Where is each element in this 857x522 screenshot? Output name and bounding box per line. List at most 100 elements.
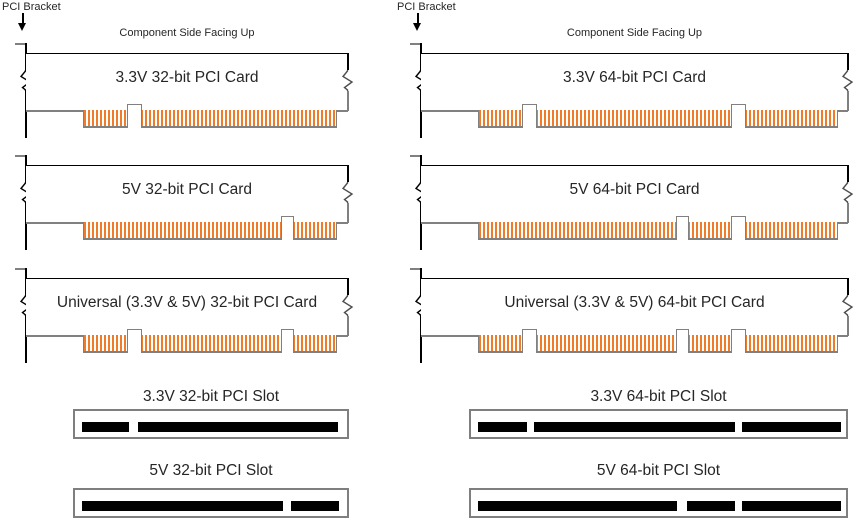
slot-label: 3.3V 32-bit PCI Slot xyxy=(142,388,280,405)
down-arrow-icon xyxy=(413,23,422,31)
card-body xyxy=(26,278,348,335)
connector-fingers xyxy=(478,222,677,240)
down-arrow-icon xyxy=(22,13,24,24)
key-notch xyxy=(521,104,537,128)
card-left-edge xyxy=(25,43,27,70)
card-bottom-edge xyxy=(837,110,848,112)
pci-bracket-label: PCI Bracket xyxy=(397,1,456,13)
connector-fingers xyxy=(687,222,732,240)
connector-fingers xyxy=(744,110,838,128)
card-left-edge xyxy=(420,268,422,295)
card-body xyxy=(421,53,848,110)
connector-fingers xyxy=(478,110,523,128)
card-bottom-edge xyxy=(837,335,848,337)
card-body xyxy=(421,165,848,222)
card-bottom-edge xyxy=(421,335,479,337)
slot-contact-bar xyxy=(82,501,283,511)
component-side-label: Component Side Facing Up xyxy=(119,27,255,39)
card-bottom-edge xyxy=(336,222,348,224)
card-left-edge xyxy=(25,316,27,363)
bracket-tab xyxy=(14,155,26,157)
break-mark-icon xyxy=(342,70,354,91)
bracket-tab xyxy=(409,268,421,270)
card-bottom-edge xyxy=(336,110,348,112)
card-left-edge xyxy=(420,155,422,182)
card-body xyxy=(26,165,348,222)
card-bottom-edge xyxy=(26,110,84,112)
connector-fingers xyxy=(478,335,523,353)
card-left-edge xyxy=(420,316,422,363)
card-left-edge xyxy=(25,268,27,295)
card-body xyxy=(26,53,348,110)
card-label: 5V 32-bit PCI Card xyxy=(121,181,253,198)
slot-contact-bar xyxy=(478,501,677,511)
key-notch xyxy=(675,216,689,240)
slot-label: 5V 64-bit PCI Slot xyxy=(596,462,721,479)
card-right-edge xyxy=(347,91,349,111)
card-right-edge xyxy=(847,165,849,182)
key-notch xyxy=(280,216,294,240)
break-mark-icon xyxy=(842,295,854,316)
break-mark-icon xyxy=(842,70,854,91)
key-notch xyxy=(675,329,689,353)
card-label: 5V 64-bit PCI Card xyxy=(569,181,700,198)
card-label: Universal (3.3V & 5V) 32-bit PCI Card xyxy=(56,294,318,311)
card-right-edge xyxy=(847,203,849,223)
card-bottom-edge xyxy=(421,110,479,112)
card-right-edge xyxy=(347,278,349,295)
card-right-edge xyxy=(347,316,349,336)
card-left-edge xyxy=(420,43,422,70)
card-bottom-edge xyxy=(421,222,479,224)
connector-fingers xyxy=(83,222,282,240)
card-bottom-edge xyxy=(26,222,84,224)
key-notch xyxy=(521,329,537,353)
break-mark-icon xyxy=(342,295,354,316)
connector-fingers xyxy=(687,335,732,353)
card-right-edge xyxy=(347,203,349,223)
key-notch xyxy=(730,216,746,240)
key-notch xyxy=(126,329,142,353)
key-notch xyxy=(126,104,142,128)
slot-contact-bar xyxy=(82,422,129,432)
component-side-label: Component Side Facing Up xyxy=(566,27,703,39)
connector-fingers xyxy=(83,335,128,353)
connector-fingers xyxy=(140,335,282,353)
card-left-edge xyxy=(25,91,27,138)
key-notch xyxy=(730,329,746,353)
card-right-edge xyxy=(847,53,849,70)
card-right-edge xyxy=(347,165,349,182)
slot-label: 3.3V 64-bit PCI Slot xyxy=(590,388,727,405)
card-label: 3.3V 32-bit PCI Card xyxy=(115,69,259,86)
slot-contact-bar xyxy=(478,422,527,432)
card-right-edge xyxy=(847,316,849,336)
card-label: Universal (3.3V & 5V) 64-bit PCI Card xyxy=(504,294,765,311)
card-right-edge xyxy=(347,53,349,70)
slot-contact-bar xyxy=(742,501,841,511)
card-left-edge xyxy=(420,91,422,138)
bracket-tab xyxy=(14,268,26,270)
connector-fingers xyxy=(535,110,732,128)
bracket-tab xyxy=(14,43,26,45)
key-notch xyxy=(730,104,746,128)
bracket-tab xyxy=(409,43,421,45)
card-left-edge xyxy=(25,155,27,182)
bracket-tab xyxy=(409,155,421,157)
connector-fingers xyxy=(744,222,838,240)
card-bottom-edge xyxy=(26,335,84,337)
down-arrow-icon xyxy=(417,13,419,24)
slot-body xyxy=(469,409,848,439)
slot-contact-bar xyxy=(291,501,339,511)
card-body xyxy=(421,278,848,335)
connector-fingers xyxy=(535,335,677,353)
connector-fingers xyxy=(292,222,337,240)
card-bottom-edge xyxy=(837,222,848,224)
break-mark-icon xyxy=(342,182,354,203)
connector-fingers xyxy=(744,335,838,353)
connector-fingers xyxy=(292,335,337,353)
connector-fingers xyxy=(140,110,337,128)
slot-contact-bar xyxy=(742,422,841,432)
slot-label: 5V 32-bit PCI Slot xyxy=(149,462,273,479)
card-right-edge xyxy=(847,91,849,111)
card-left-edge xyxy=(25,203,27,250)
